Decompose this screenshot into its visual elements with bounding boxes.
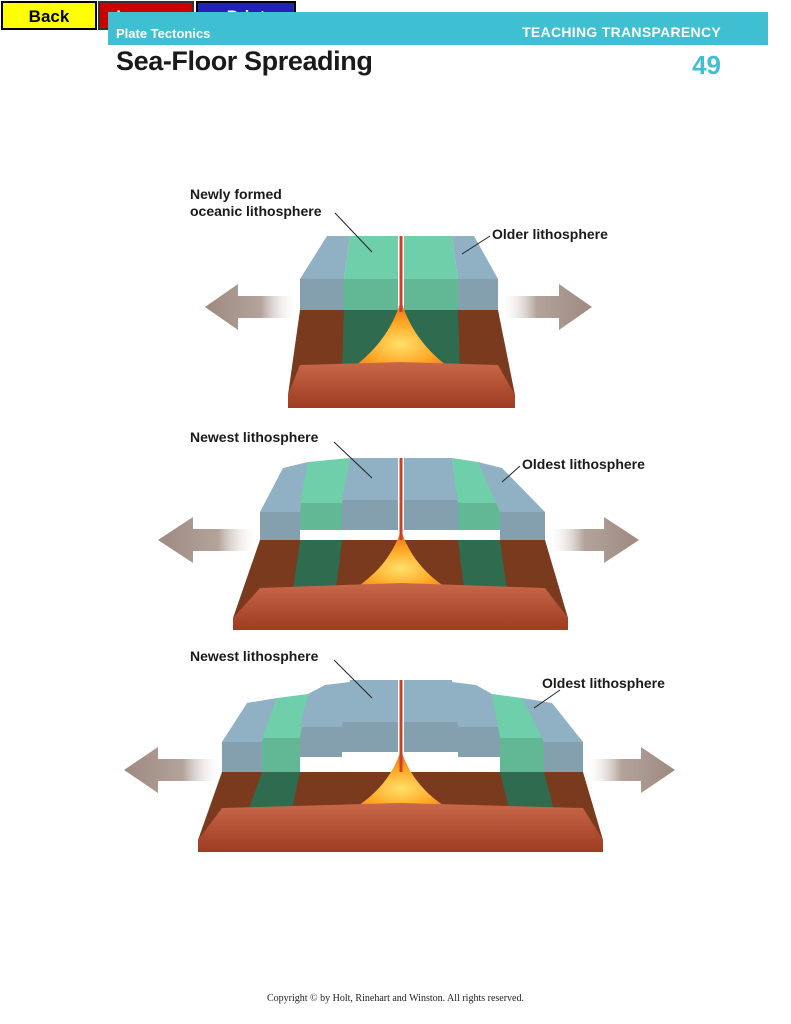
middle-lithosphere-right — [452, 682, 500, 727]
leader-line-left — [333, 659, 373, 699]
series-label: TEACHING TRANSPARENCY — [522, 24, 721, 40]
older-green-lithosphere-left — [262, 694, 308, 738]
crust-face-right-inner — [404, 279, 458, 310]
crust-face-left-oldest — [222, 742, 262, 772]
oldest-lithosphere-left — [222, 698, 277, 742]
leader-line-left — [334, 212, 373, 253]
diagram-2-label-oldest: Oldest lithosphere — [522, 456, 645, 472]
crust-face-left-oldest — [260, 512, 300, 540]
newly-formed-lithosphere-left — [344, 236, 398, 279]
leader-line-right — [501, 465, 521, 483]
transparency-number: 49 — [692, 50, 721, 80]
arrow-right — [548, 517, 639, 563]
crust-face-right-oldest — [544, 742, 583, 772]
newly-formed-lithosphere-right — [404, 236, 458, 279]
diagram-1-label-line2: oceanic lithosphere — [190, 203, 322, 219]
crust-face-right-middle — [458, 503, 500, 530]
sea-floor-base — [233, 583, 568, 630]
magma-chamber — [332, 530, 470, 600]
arrow-left — [205, 284, 298, 330]
magma-chamber — [332, 300, 470, 380]
diagram-2 — [158, 441, 639, 630]
subject-label: Plate Tectonics — [116, 26, 211, 41]
crust-face-right-newest — [404, 500, 458, 530]
page-title: Sea-Floor Spreading — [116, 46, 373, 76]
diagram-3 — [124, 659, 675, 852]
crust-face-left-outer — [300, 279, 344, 310]
oldest-lithosphere-left — [260, 462, 308, 512]
older-lithosphere-left — [300, 236, 350, 279]
arrow-right — [585, 747, 675, 793]
older-lithosphere-right — [452, 236, 498, 279]
back-button[interactable]: Back — [1, 1, 97, 30]
sea-floor-base — [288, 362, 515, 408]
older-green-lithosphere-right — [492, 694, 544, 738]
middle-lithosphere-left — [300, 682, 350, 727]
oldest-lithosphere-right — [522, 698, 583, 742]
crust-face-left-newest — [342, 722, 398, 752]
diagram-3-label-newest: Newest lithosphere — [190, 648, 319, 664]
newest-lithosphere-left — [342, 680, 398, 722]
leader-line-right — [533, 689, 561, 709]
crust-face-left-green — [262, 738, 300, 772]
magma-chamber — [330, 750, 472, 820]
diagram-1-label-newly-formed: Newly formed oceanic lithosphere — [190, 186, 321, 220]
sea-floor-base — [198, 803, 603, 852]
crust-face-left-middle — [300, 503, 342, 530]
crust-face-right-green — [500, 738, 544, 772]
crust-face-right-oldest — [500, 512, 545, 540]
middle-lithosphere-left — [300, 458, 350, 503]
diagram-2-label-newest: Newest lithosphere — [190, 429, 319, 445]
diagram-3-label-oldest: Oldest lithosphere — [542, 675, 665, 691]
green-band-left — [342, 310, 398, 372]
crust-face-right-middle — [458, 727, 500, 757]
header-bar — [108, 12, 768, 45]
copyright-notice: Copyright © by Holt, Rinehart and Winsto… — [267, 993, 524, 1004]
diagram-1-label-older: Older lithosphere — [492, 226, 608, 242]
newest-lithosphere-right — [404, 458, 458, 500]
arrow-left — [158, 517, 258, 563]
arrow-left — [124, 747, 222, 793]
crust-face-left-middle — [300, 727, 342, 757]
leader-line-right — [461, 235, 491, 255]
arrow-right — [500, 284, 592, 330]
diagram-1 — [205, 212, 592, 408]
crust-face-left-newest — [342, 500, 398, 530]
green-band-right — [404, 310, 460, 372]
crust-face-right-outer — [458, 279, 498, 310]
newest-lithosphere-right — [404, 680, 458, 722]
crust-face-right-newest — [404, 722, 458, 752]
newest-lithosphere-left — [342, 458, 398, 500]
oldest-lithosphere-right — [478, 462, 545, 512]
leader-line-left — [333, 441, 373, 479]
diagram-1-label-line1: Newly formed — [190, 186, 282, 202]
middle-lithosphere-right — [452, 458, 500, 503]
crust-face-left-inner — [344, 279, 398, 310]
